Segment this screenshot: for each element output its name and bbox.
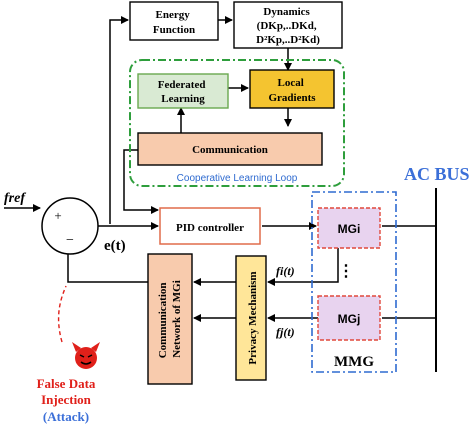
dynamics-box: [233, 1, 343, 49]
mmg-frame: [311, 191, 397, 373]
summing-junction: [41, 197, 99, 255]
communication-box: [137, 132, 323, 166]
mmg-label: MMG: [334, 354, 374, 370]
comm-network-box: [147, 253, 193, 385]
dynamics-line1: Dynamics: [263, 6, 310, 18]
svg-text:Federated Learning: Federated Learning: [158, 79, 208, 105]
fi-label: fi(t): [276, 264, 295, 278]
attack-line2: Injection: [41, 392, 92, 407]
federated-line1: Federated: [158, 79, 206, 91]
pid-controller-label: PID controller: [176, 222, 244, 234]
attack-line3: (Attack): [43, 409, 89, 424]
federated-learning-box: [137, 73, 229, 109]
error-label: e(t): [104, 238, 126, 254]
federated-line2: Learning: [161, 93, 205, 105]
mg-j-box: [317, 295, 381, 341]
local-gradients-line2: Gradients: [268, 92, 316, 104]
mg-j-label: MGj: [338, 312, 361, 326]
local-gradients-box: [249, 69, 335, 109]
energy-function-line1: Energy: [156, 9, 191, 21]
pid-controller-box: [159, 207, 261, 245]
cooperative-loop-label: Cooperative Learning Loop: [177, 173, 298, 184]
mg-i-box: [317, 207, 381, 249]
cooperative-loop-frame: [129, 59, 345, 187]
attack-line1: False Data: [37, 376, 96, 391]
svg-text:Communication Network of M: Communication Network of MGi: [157, 280, 183, 359]
comm-network-line1: Communication: [157, 282, 169, 358]
mg-dots: ⋮: [338, 263, 354, 280]
energy-function-box: [129, 1, 219, 41]
dynamics-line3: D²Kp,..D²Kd): [256, 34, 320, 46]
communication-label: Communication: [192, 144, 268, 156]
attack-arrow: [57, 285, 67, 343]
sum-minus-sign: −: [66, 233, 74, 248]
fj-label: fj(t): [276, 325, 295, 339]
privacy-mechanism-box: [235, 255, 267, 381]
svg-text:Dynamics (DKp,..DKd, D: Dynamics (DKp,..DKd, D²Kp,..D²Kd): [256, 6, 320, 46]
local-gradients-line1: Local: [277, 77, 303, 89]
arrow-network-to-sum: [64, 243, 148, 283]
connections: [4, 16, 436, 322]
dynamics-line2: (DKp,..DKd,: [257, 20, 317, 32]
ac-bus-label: AC BUS: [404, 164, 470, 184]
svg-text:Energy Function: Energy Function: [153, 9, 195, 36]
mg-i-label: MGi: [338, 222, 361, 236]
fref-label: fref: [4, 191, 26, 206]
privacy-mechanism-label: Privacy Mechanism: [247, 271, 259, 364]
devil-icon: [72, 342, 100, 369]
svg-text:Local Gradients: Local Gradients: [268, 77, 316, 104]
comm-network-line2: Network of MGi: [171, 280, 183, 358]
sum-plus-sign: +: [54, 208, 61, 223]
arrow-error-to-energy: [109, 16, 129, 224]
energy-function-line2: Function: [153, 24, 195, 36]
